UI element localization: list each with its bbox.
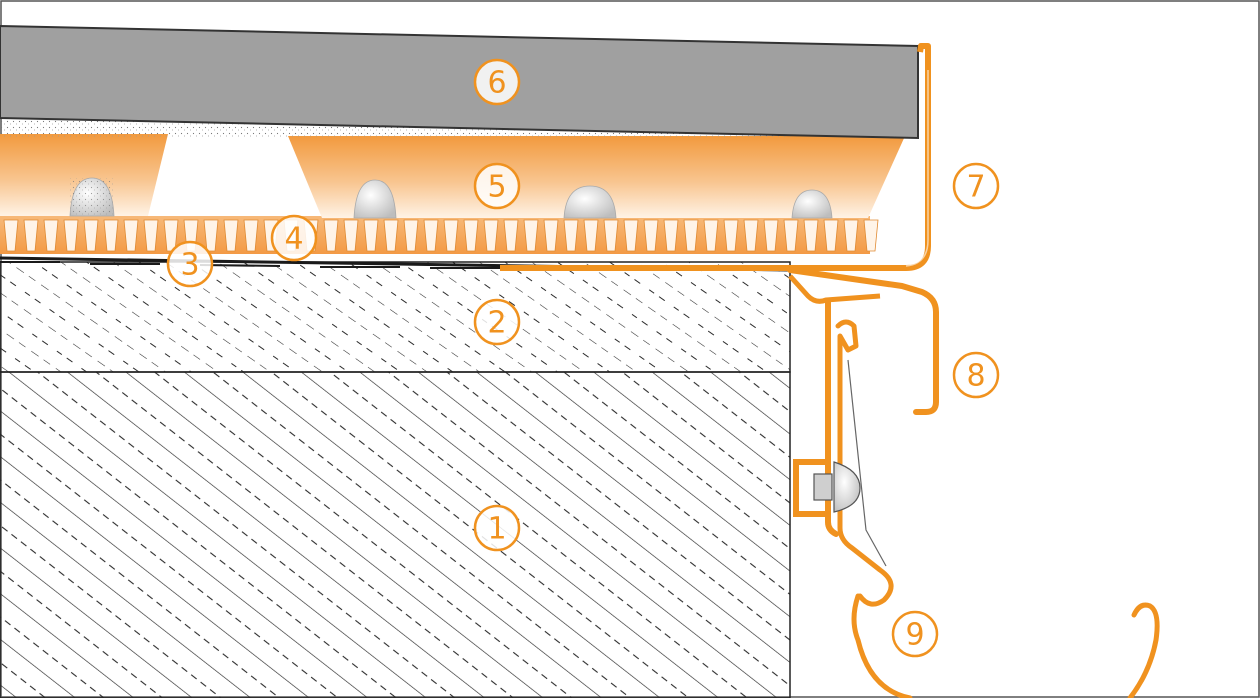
drainage-mat-cell (63, 219, 79, 252)
drainage-mat-cell (243, 219, 259, 252)
callout-number: 5 (487, 170, 506, 205)
drainage-mat-cell (423, 219, 439, 252)
drainage-mat-cell (463, 219, 479, 252)
drainage-mat-cell (103, 219, 119, 252)
drainage-mat-cell (703, 219, 719, 252)
callout-number: 8 (966, 359, 985, 394)
drainage-mat-cell (603, 219, 619, 252)
concrete-base-layer (0, 371, 791, 698)
callout-number: 7 (966, 170, 985, 205)
drainage-mat-cell (43, 219, 59, 252)
callout-markers: 1 2 3 4 5 6 7 8 9 (166, 58, 1000, 658)
drainage-mat-cell (683, 219, 699, 252)
gutter-right-wall (1127, 602, 1160, 698)
callout-3: 3 (166, 240, 214, 288)
drainage-mat-cell (543, 219, 559, 252)
callout-circle (473, 298, 521, 346)
callout-circle (166, 240, 214, 288)
callout-7: 7 (952, 162, 1000, 210)
drainage-mat-cell (663, 219, 679, 252)
callout-1: 1 (473, 504, 521, 552)
bolt-nut (813, 473, 833, 501)
callout-circle (891, 610, 939, 658)
adhesive-knobs (69, 177, 833, 219)
drainage-mat-cell (383, 219, 399, 252)
drainage-mat-cell (523, 219, 539, 252)
drainage-mat-cell (3, 219, 19, 252)
drainage-mat-cell (563, 219, 579, 252)
callout-number: 4 (284, 222, 303, 257)
membrane-edge-line (0, 261, 500, 269)
drainage-mat-cell (403, 219, 419, 252)
drainage-mat-cell (783, 219, 799, 252)
adhesive-pad-right (288, 136, 905, 218)
callout-number: 6 (487, 66, 506, 101)
drainage-mat-cell (823, 219, 839, 252)
tile-covering (0, 24, 919, 140)
callout-number: 3 (180, 248, 199, 283)
callout-number: 9 (905, 618, 924, 653)
drainage-mat-cell (363, 219, 379, 252)
drainage-mat-cell (723, 219, 739, 252)
gutter-hanger (835, 319, 894, 607)
callout-number: 2 (487, 306, 506, 341)
drainage-mat-cell (743, 219, 759, 252)
drainage-mat-cell (223, 219, 239, 252)
drainage-mat-cell (343, 219, 359, 252)
drainage-mat-cell (143, 219, 159, 252)
profile-leg (825, 299, 839, 537)
callout-8: 8 (952, 351, 1000, 399)
drainage-mat-cell (583, 219, 599, 252)
drainage-mat-cell (83, 219, 99, 252)
drainage-mat-cell (643, 219, 659, 252)
callout-circle (952, 162, 1000, 210)
drainage-mat-cell (503, 219, 519, 252)
callout-5: 5 (473, 162, 521, 210)
callout-number: 1 (487, 512, 506, 547)
drainage-mat-cell (803, 219, 819, 252)
hanger-detail-line (847, 359, 887, 567)
callout-circle (270, 214, 318, 262)
callout-circle (473, 504, 521, 552)
drainage-mat-cells (3, 219, 879, 252)
drainage-mat-cell (623, 219, 639, 252)
drainage-mat-cell (203, 219, 219, 252)
drainage-mat-cell (23, 219, 39, 252)
callout-6: 6 (473, 58, 521, 106)
callout-4: 4 (270, 214, 318, 262)
callout-circle (473, 162, 521, 210)
drainage-mat-cell (483, 219, 499, 252)
adhesive-pad-left (0, 134, 168, 216)
drainage-mat-cell (763, 219, 779, 252)
callout-circle (952, 351, 1000, 399)
callout-9: 9 (891, 610, 939, 658)
drainage-mat-cell (323, 219, 339, 252)
callout-2: 2 (473, 298, 521, 346)
drainage-mat-cell (843, 219, 859, 252)
bolt-head (833, 461, 861, 513)
screed-layer (0, 261, 791, 373)
edge-profile-highlight (905, 70, 929, 267)
gutter-left-wall (851, 593, 913, 698)
drainage-mat-cell (123, 219, 139, 252)
drainage-mat-cell (443, 219, 459, 252)
drainage-mat-cell (863, 219, 879, 252)
drip-edge-profile (787, 267, 939, 415)
callout-circle (473, 58, 521, 106)
